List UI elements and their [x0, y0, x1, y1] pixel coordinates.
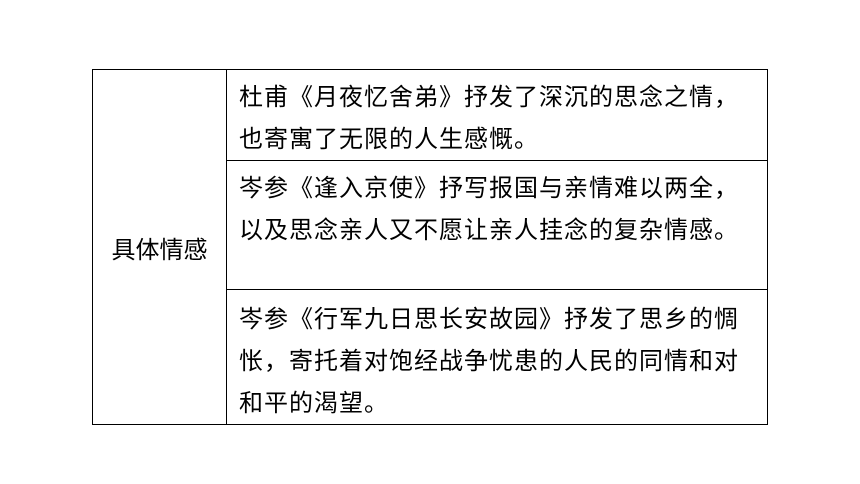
row-header-label: 具体情感 — [111, 236, 208, 264]
row-text: 岑参《逢入京使》抒写报国与亲情难以两全，以及思念亲人又不愿让亲人挂念的复杂情感。 — [239, 174, 739, 244]
row-text: 杜甫《月夜忆舍弟》抒发了深沉的思念之情，也寄寓了无限的人生感慨。 — [239, 83, 739, 153]
table-row: 杜甫《月夜忆舍弟》抒发了深沉的思念之情，也寄寓了无限的人生感慨。 — [227, 70, 767, 161]
emotion-table: 具体情感 杜甫《月夜忆舍弟》抒发了深沉的思念之情，也寄寓了无限的人生感慨。 岑参… — [92, 69, 768, 425]
table-row: 岑参《行军九日思长安故园》抒发了思乡的惆怅，寄托着对饱经战争忧患的人民的同情和对… — [227, 290, 767, 424]
table-row: 岑参《逢入京使》抒写报国与亲情难以两全，以及思念亲人又不愿让亲人挂念的复杂情感。 — [227, 161, 767, 290]
content-column: 杜甫《月夜忆舍弟》抒发了深沉的思念之情，也寄寓了无限的人生感慨。 岑参《逢入京使… — [227, 70, 767, 424]
row-header-cell: 具体情感 — [93, 70, 227, 424]
row-text: 岑参《行军九日思长安故园》抒发了思乡的惆怅，寄托着对饱经战争忧患的人民的同情和对… — [239, 305, 739, 417]
